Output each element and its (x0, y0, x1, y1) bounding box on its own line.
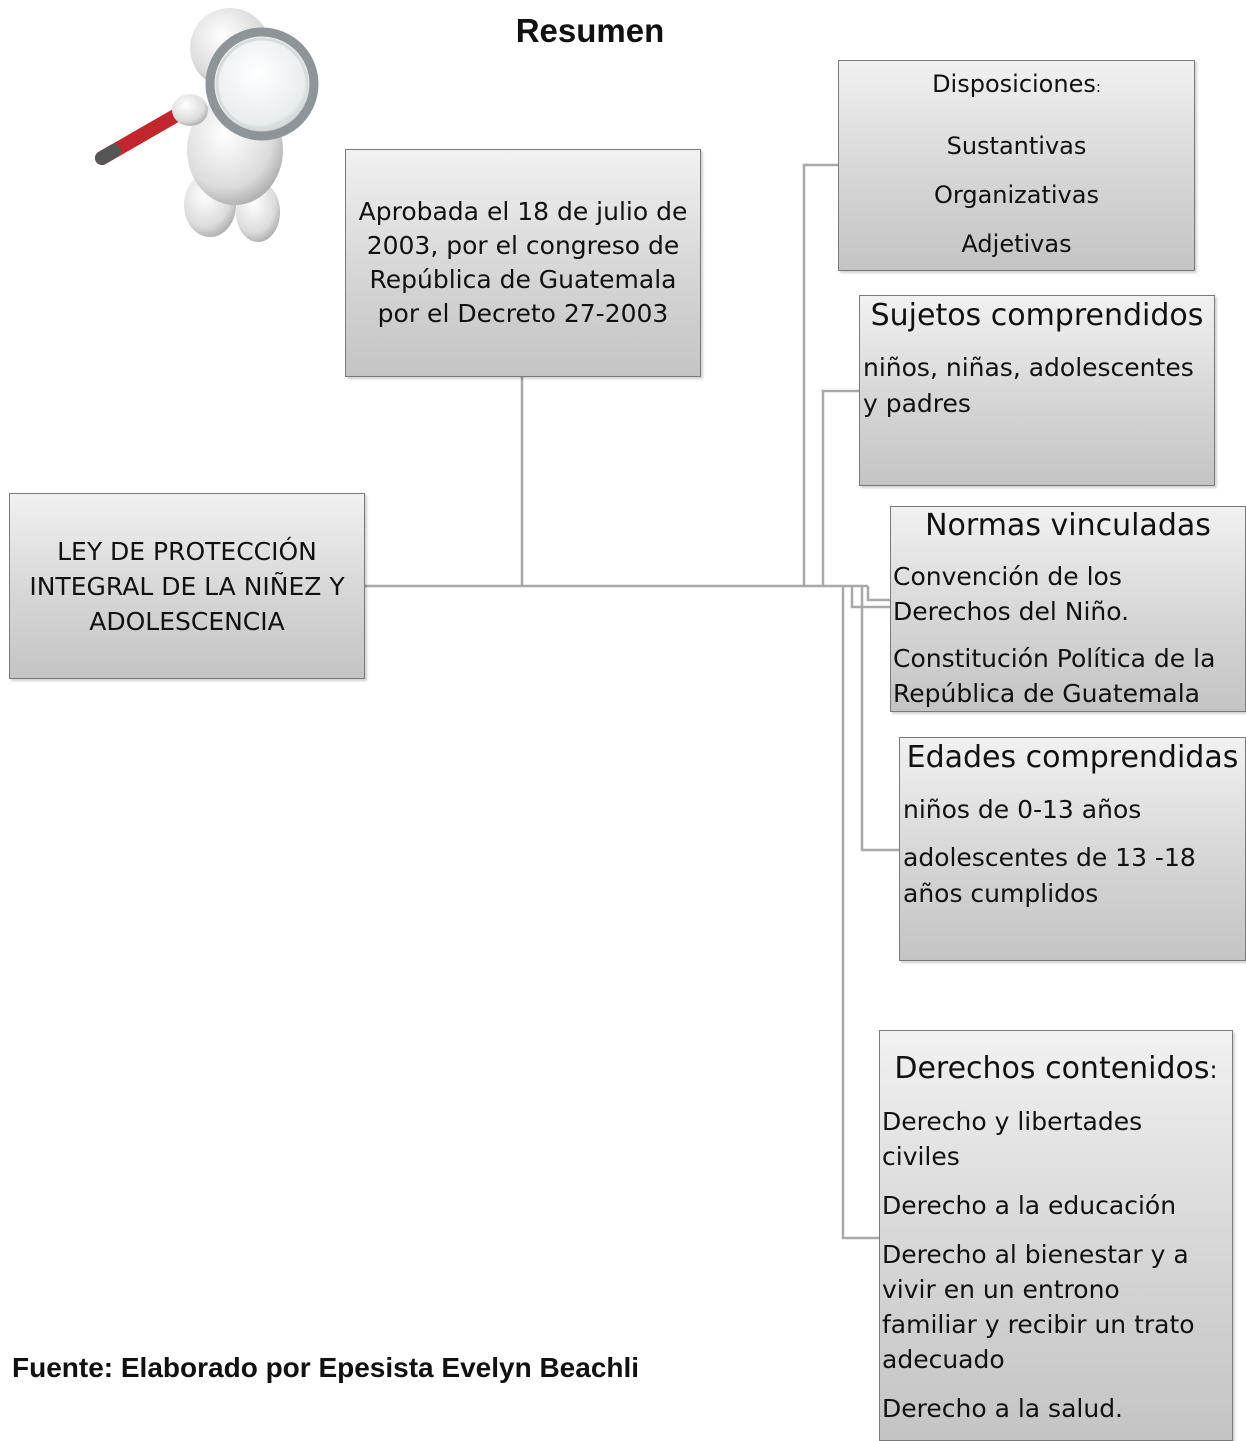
edades-heading: Edades comprendidas (906, 740, 1239, 775)
sujetos-heading: Sujetos comprendidos (870, 298, 1204, 333)
connector-sujetos (821, 389, 859, 586)
disposiciones-item: Adjetivas (961, 230, 1072, 258)
normas-item: Constitución Política de la República de… (893, 644, 1216, 708)
sujetos-item: niños, niñas, adolescentes y padres (863, 353, 1194, 418)
approval-node-text: Aprobada el 18 de julio de 2003, por el … (358, 197, 688, 328)
normas-item: Convención de los Derechos del Niño. (893, 562, 1130, 626)
magnifier-figure-illustration (95, 8, 319, 242)
edades-box: Edades comprendidas niños de 0-13 años a… (899, 737, 1246, 961)
derechos-colon: : (1209, 1056, 1218, 1084)
disposiciones-colon: : (1095, 78, 1101, 96)
main-node-text: LEY DE PROTECCIÓN INTEGRAL DE LA NIÑEZ Y… (29, 536, 345, 636)
derechos-item: Derecho a la educación (882, 1191, 1177, 1220)
magnifier-lens (205, 27, 319, 141)
edades-item: adolescentes de 13 -18 años cumplidos (903, 843, 1196, 908)
magnifier-lens-rim (215, 37, 309, 131)
normas-box: Normas vinculadas Convención de los Dere… (890, 506, 1246, 712)
figure-hand (172, 94, 208, 126)
main-node-box: LEY DE PROTECCIÓN INTEGRAL DE LA NIÑEZ Y… (9, 493, 365, 679)
disposiciones-item: Sustantivas (946, 132, 1087, 160)
connector-normas-inner (866, 586, 890, 602)
disposiciones-box: Disposiciones: Sustantivas Organizativas… (838, 60, 1195, 271)
normas-heading: Normas vinculadas (925, 508, 1211, 543)
disposiciones-heading: Disposiciones: (932, 70, 1101, 98)
derechos-item: Derecho y libertades civiles (882, 1107, 1143, 1171)
page-title: Resumen (515, 12, 665, 49)
connector-derechos (841, 586, 879, 1240)
connector-edades (860, 586, 899, 852)
derechos-item: Derecho al bienestar y a vivir en un ent… (882, 1240, 1195, 1374)
edades-item: niños de 0-13 años (903, 795, 1142, 824)
approval-node-box: Aprobada el 18 de julio de 2003, por el … (345, 149, 701, 377)
magnifier-handle-tip (95, 144, 121, 165)
derechos-item: Derecho a la salud. (882, 1394, 1124, 1423)
connector-normas (850, 586, 890, 609)
source-footer: Fuente: Elaborado por Epesista Evelyn Be… (12, 1352, 640, 1383)
sujetos-box: Sujetos comprendidos niños, niñas, adole… (859, 295, 1215, 486)
connector-disposiciones (802, 163, 838, 586)
derechos-heading: Derechos contenidos: (894, 1051, 1218, 1086)
disposiciones-item: Organizativas (934, 181, 1099, 209)
derechos-box: Derechos contenidos: Derecho y libertade… (879, 1030, 1233, 1441)
